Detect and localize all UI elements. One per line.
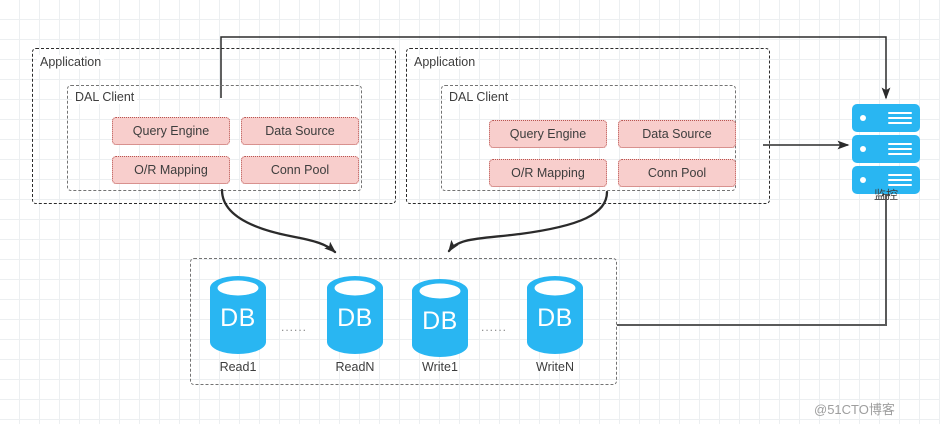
server-stack[interactable] xyxy=(852,104,920,194)
database-cylinder-icon xyxy=(527,276,583,354)
database-label-write1: Write1 xyxy=(422,360,458,374)
database-glyph-writen: DB xyxy=(537,304,573,332)
database-group-box xyxy=(190,258,617,385)
database-glyph-write1: DB xyxy=(422,307,458,335)
dal-client-label-right: DAL Client xyxy=(446,90,512,104)
server-vents-icon xyxy=(888,112,912,124)
application-label-left: Application xyxy=(37,55,105,69)
server-vents-icon xyxy=(888,174,912,186)
module-data-source-left[interactable]: Data Source xyxy=(241,117,359,145)
server-led-icon xyxy=(860,115,866,121)
database-separator-2: ...... xyxy=(481,320,508,334)
application-box-right xyxy=(406,48,770,204)
module-or-mapping-left[interactable]: O/R Mapping xyxy=(112,156,230,184)
database-node-read1[interactable]: DB xyxy=(210,276,266,354)
module-conn-pool-right[interactable]: Conn Pool xyxy=(618,159,736,187)
database-separator-1: ...... xyxy=(281,320,308,334)
server-unit-1[interactable] xyxy=(852,104,920,132)
application-box-left xyxy=(32,48,396,204)
application-label-right: Application xyxy=(411,55,479,69)
server-unit-2[interactable] xyxy=(852,135,920,163)
module-query-engine-right[interactable]: Query Engine xyxy=(489,120,607,148)
watermark: @51CTO博客 xyxy=(814,402,895,417)
database-glyph-readn: DB xyxy=(337,304,373,332)
database-node-write1[interactable]: DB xyxy=(412,279,468,357)
server-led-icon xyxy=(860,177,866,183)
database-cylinder-icon xyxy=(327,276,383,354)
dal-client-box-left xyxy=(67,85,362,191)
module-or-mapping-right[interactable]: O/R Mapping xyxy=(489,159,607,187)
database-cylinder-icon xyxy=(210,276,266,354)
database-node-readn[interactable]: DB xyxy=(327,276,383,354)
dal-client-label-left: DAL Client xyxy=(72,90,138,104)
module-data-source-right[interactable]: Data Source xyxy=(618,120,736,148)
database-cylinder-icon xyxy=(412,279,468,357)
monitoring-label: 监控 xyxy=(873,188,898,202)
server-unit-3[interactable] xyxy=(852,166,920,194)
database-node-writen[interactable]: DB xyxy=(527,276,583,354)
server-led-icon xyxy=(860,146,866,152)
database-glyph-read1: DB xyxy=(220,304,256,332)
module-conn-pool-left[interactable]: Conn Pool xyxy=(241,156,359,184)
database-label-read1: Read1 xyxy=(219,360,257,374)
database-label-writen: WriteN xyxy=(536,360,574,374)
server-vents-icon xyxy=(888,143,912,155)
module-query-engine-left[interactable]: Query Engine xyxy=(112,117,230,145)
database-label-readn: ReadN xyxy=(335,360,375,374)
